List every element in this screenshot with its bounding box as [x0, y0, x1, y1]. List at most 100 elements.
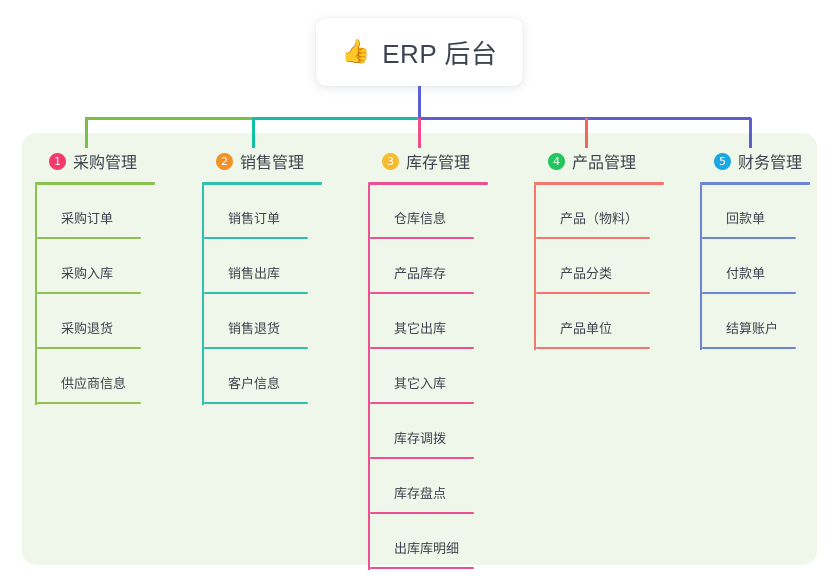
leaf-rule: [370, 512, 474, 514]
leaf-label: 产品单位: [560, 321, 613, 336]
column-header-2[interactable]: 2 销售管理: [202, 148, 362, 174]
leaf-label: 库存调拨: [394, 431, 447, 446]
column-header-5[interactable]: 5 财务管理: [700, 148, 839, 174]
leaf-label: 产品库存: [394, 266, 447, 281]
column-spine-1: [35, 185, 37, 405]
leaf-node[interactable]: 产品库存: [368, 240, 528, 295]
column-branch-5: 回款单付款单结算账户: [700, 185, 839, 350]
drop-connector-2: [252, 118, 255, 148]
bus-segment-2: [252, 117, 419, 120]
leaf-rule: [204, 402, 308, 404]
leaf-label: 产品（物料）: [560, 211, 639, 226]
root-stem-connector: [418, 86, 421, 119]
column-2: 2 销售管理销售订单销售出库销售退货客户信息: [202, 148, 362, 405]
leaf-rule: [370, 347, 474, 349]
column-header-1[interactable]: 1 采购管理: [35, 148, 195, 174]
leaf-rule: [370, 402, 474, 404]
column-header-rule-1: [35, 182, 155, 185]
leaf-rule: [702, 292, 796, 294]
column-branch-2: 销售订单销售出库销售退货客户信息: [202, 185, 362, 405]
leaf-node[interactable]: 库存盘点: [368, 460, 528, 515]
root-node-card[interactable]: 👍 ERP 后台: [316, 18, 523, 86]
leaf-node[interactable]: 付款单: [700, 240, 839, 295]
column-badge-5: 5: [714, 152, 731, 170]
column-badge-2: 2: [216, 152, 233, 170]
leaf-node[interactable]: 仓库信息: [368, 185, 528, 240]
leaf-node[interactable]: 采购退货: [35, 295, 195, 350]
leaf-label: 其它出库: [394, 321, 447, 336]
leaf-label: 采购退货: [61, 321, 114, 336]
leaf-node[interactable]: 结算账户: [700, 295, 839, 350]
column-header-rule-4: [534, 182, 664, 185]
column-badge-3: 3: [382, 152, 399, 170]
leaf-label: 销售出库: [228, 266, 281, 281]
leaf-label: 采购订单: [61, 211, 114, 226]
leaf-node[interactable]: 供应商信息: [35, 350, 195, 405]
drop-connector-3: [418, 118, 421, 148]
column-title-3: 库存管理: [406, 155, 471, 172]
leaf-label: 付款单: [726, 266, 766, 281]
leaf-rule: [204, 292, 308, 294]
leaf-rule: [370, 292, 474, 294]
leaf-rule: [702, 347, 796, 349]
leaf-label: 出库库明细: [394, 541, 460, 556]
leaf-node[interactable]: 出库库明细: [368, 515, 528, 570]
column-title-2: 销售管理: [240, 155, 305, 172]
leaf-rule: [702, 237, 796, 239]
column-branch-4: 产品（物料） 产品分类产品单位: [534, 185, 704, 350]
leaf-node[interactable]: 库存调拨: [368, 405, 528, 460]
column-title-5: 财务管理: [738, 155, 803, 172]
leaf-node[interactable]: 销售退货: [202, 295, 362, 350]
column-badge-1: 1: [49, 152, 66, 170]
leaf-label: 供应商信息: [61, 376, 127, 391]
thumbs-up-icon: 👍: [341, 37, 371, 64]
leaf-rule: [204, 237, 308, 239]
column-badge-4: 4: [548, 152, 565, 170]
column-spine-2: [202, 185, 204, 405]
leaf-rule: [536, 347, 650, 349]
leaf-node[interactable]: 采购订单: [35, 185, 195, 240]
column-title-4: 产品管理: [572, 155, 637, 172]
leaf-node[interactable]: 其它入库: [368, 350, 528, 405]
leaf-node[interactable]: 回款单: [700, 185, 839, 240]
leaf-rule: [37, 402, 141, 404]
column-3: 3 库存管理仓库信息产品库存其它出库其它入库库存调拨库存盘点出库库明细: [368, 148, 528, 570]
diagram-background-panel: [22, 133, 817, 565]
leaf-label: 客户信息: [228, 376, 281, 391]
column-5: 5 财务管理回款单付款单结算账户: [700, 148, 839, 350]
leaf-label: 回款单: [726, 211, 766, 226]
column-header-rule-2: [202, 182, 322, 185]
leaf-rule: [37, 347, 141, 349]
leaf-rule: [370, 457, 474, 459]
drop-connector-4: [585, 118, 588, 148]
column-header-rule-5: [700, 182, 810, 185]
leaf-node[interactable]: 其它出库: [368, 295, 528, 350]
column-branch-3: 仓库信息产品库存其它出库其它入库库存调拨库存盘点出库库明细: [368, 185, 528, 570]
column-spine-5: [700, 185, 702, 350]
leaf-rule: [536, 292, 650, 294]
leaf-label: 库存盘点: [394, 486, 447, 501]
leaf-rule: [37, 292, 141, 294]
leaf-label: 产品分类: [560, 266, 613, 281]
column-spine-3: [368, 185, 370, 570]
leaf-rule: [370, 237, 474, 239]
root-node-content: 👍 ERP 后台: [342, 34, 498, 71]
column-header-3[interactable]: 3 库存管理: [368, 148, 528, 174]
leaf-label: 销售订单: [228, 211, 281, 226]
leaf-label: 采购入库: [61, 266, 114, 281]
leaf-node[interactable]: 产品分类: [534, 240, 704, 295]
drop-connector-1: [85, 118, 88, 148]
root-title: ERP 后台: [382, 38, 498, 69]
leaf-node[interactable]: 销售订单: [202, 185, 362, 240]
leaf-rule: [370, 567, 474, 569]
leaf-label: 其它入库: [394, 376, 447, 391]
column-title-1: 采购管理: [73, 155, 138, 172]
leaf-node[interactable]: 销售出库: [202, 240, 362, 295]
leaf-node[interactable]: 产品单位: [534, 295, 704, 350]
column-header-4[interactable]: 4 产品管理: [534, 148, 704, 174]
leaf-rule: [204, 347, 308, 349]
leaf-node[interactable]: 产品（物料）: [534, 185, 704, 240]
leaf-node[interactable]: 客户信息: [202, 350, 362, 405]
leaf-node[interactable]: 采购入库: [35, 240, 195, 295]
leaf-label: 仓库信息: [394, 211, 447, 226]
